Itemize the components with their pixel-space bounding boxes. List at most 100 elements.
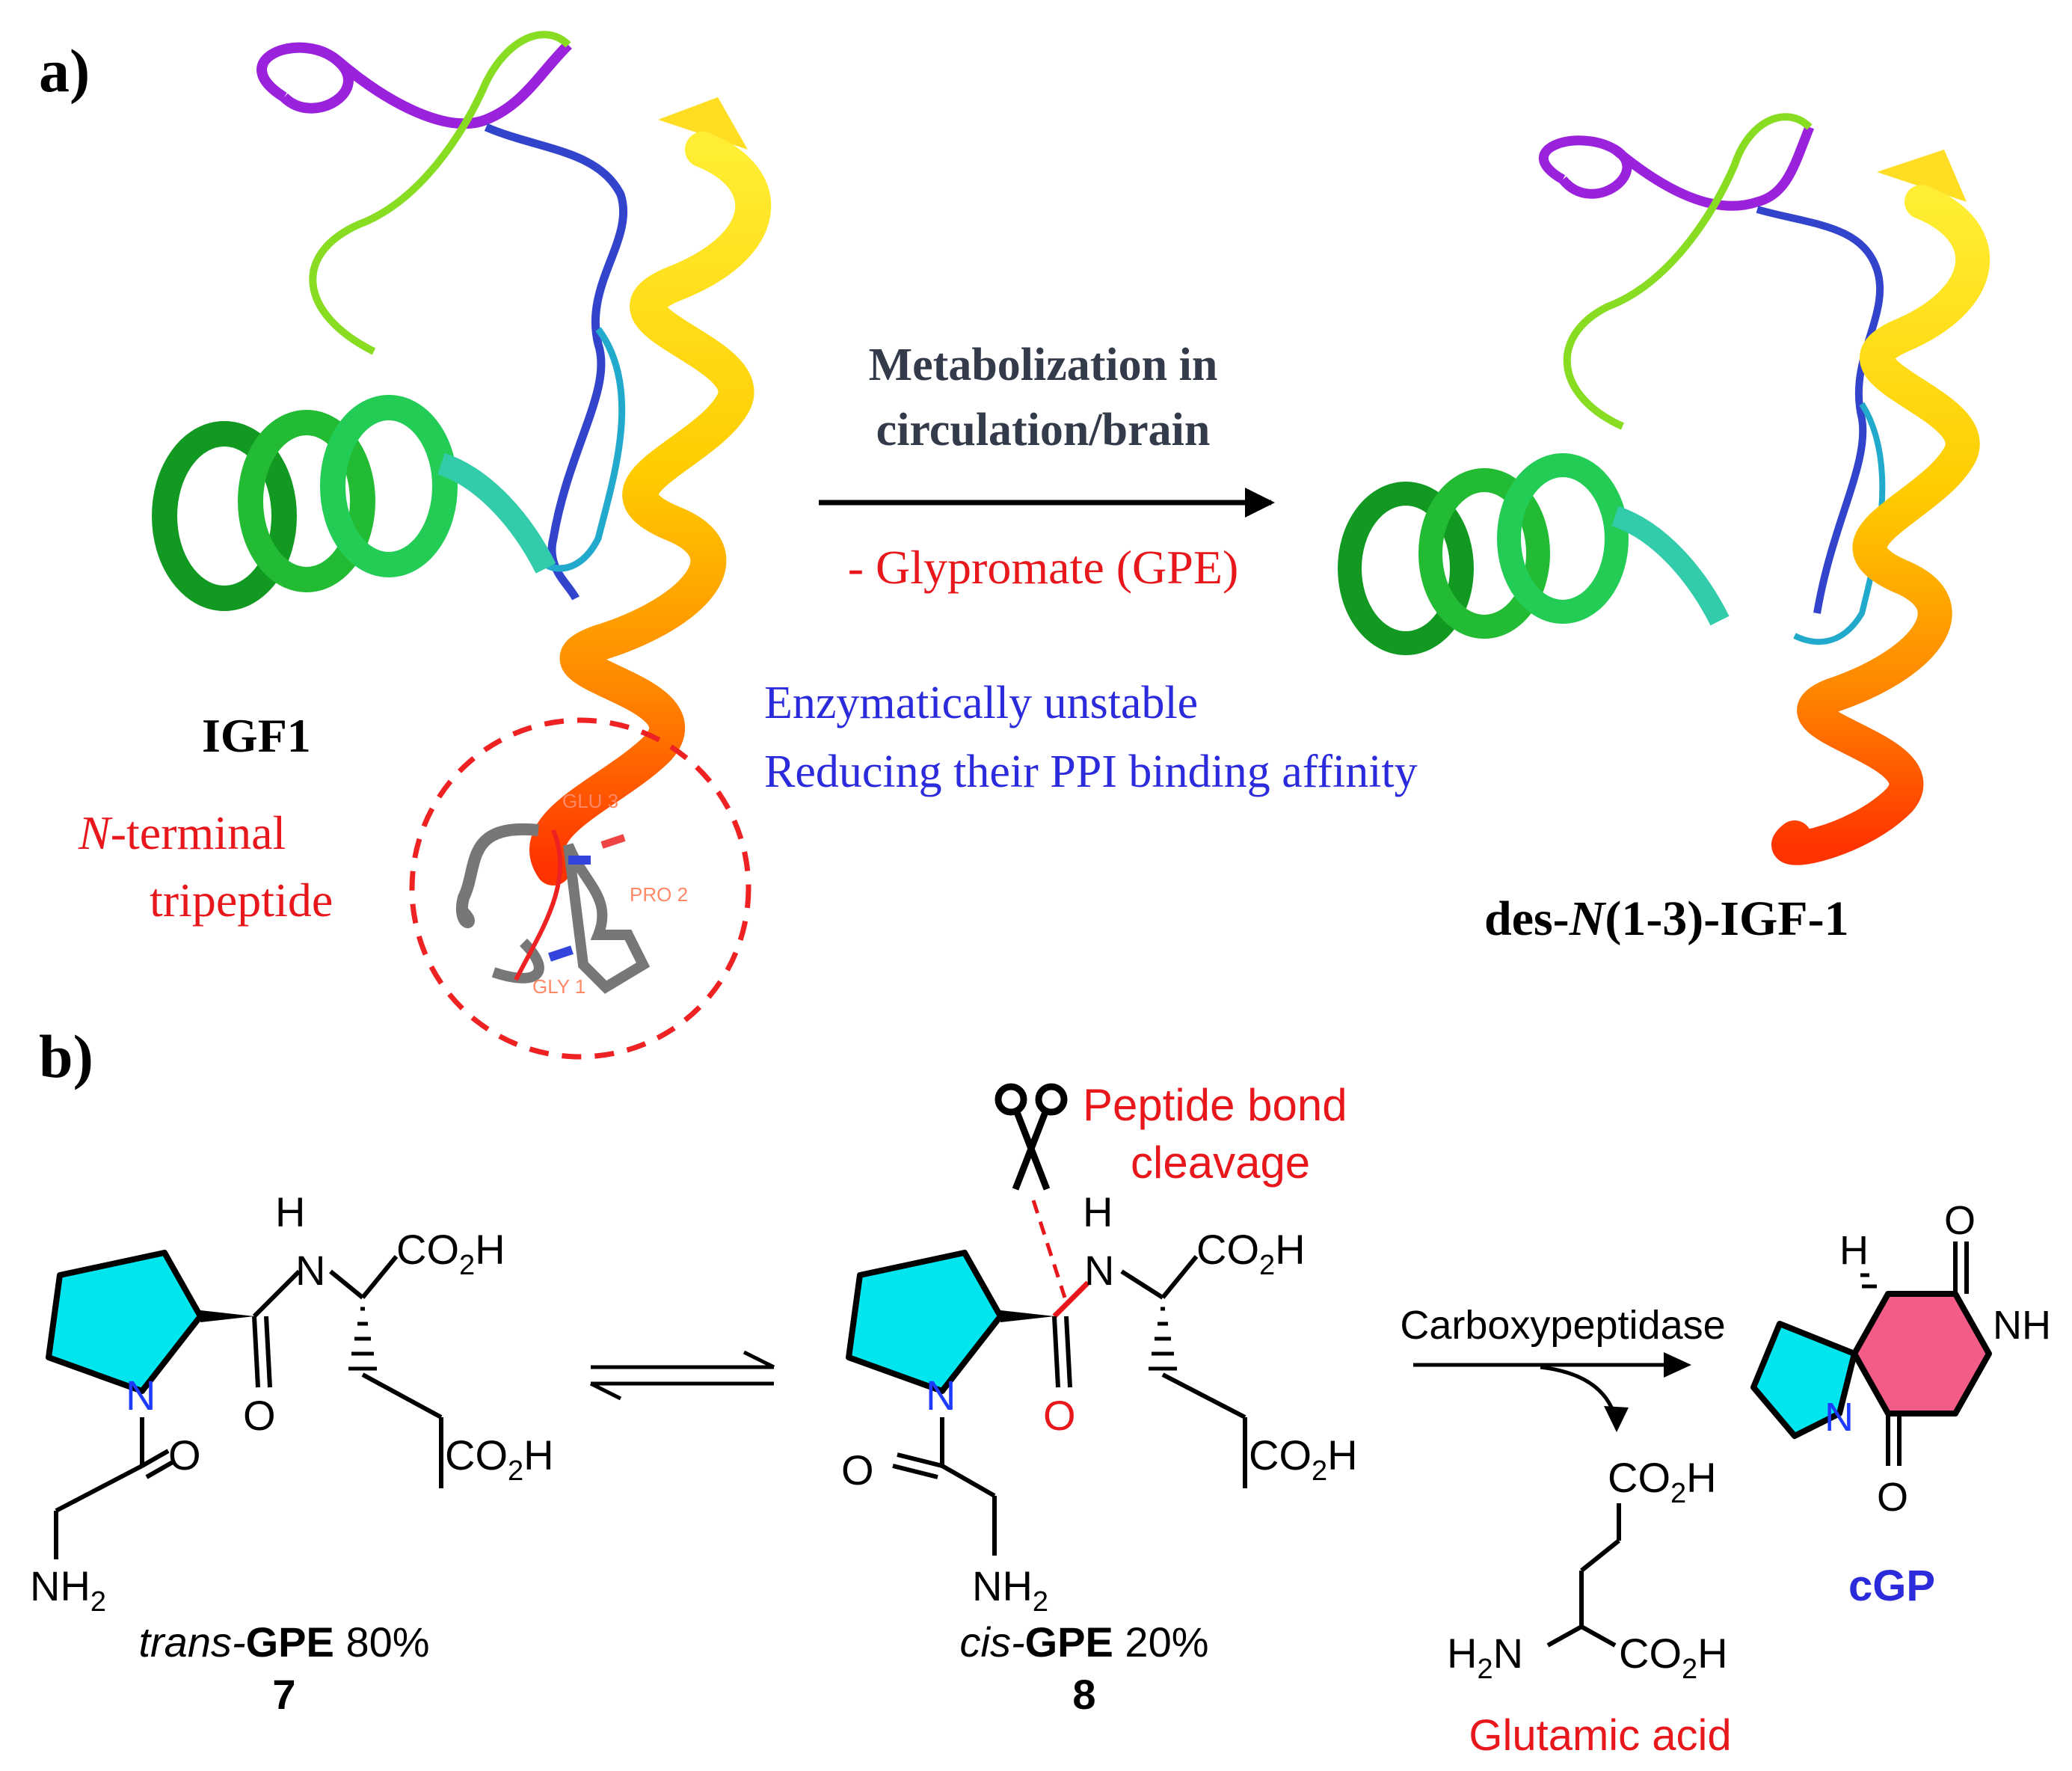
des-green-helix [1338, 453, 1730, 655]
trans-hashed-bond [348, 1307, 377, 1371]
trans-gpe-caption: trans-GPE 80% [138, 1618, 429, 1666]
trans-ring-n: N [126, 1372, 156, 1419]
cis-nh2: NH2 [972, 1562, 1048, 1618]
trans-nh: NH [30, 1562, 90, 1609]
trans-alpha-co: CO [396, 1226, 459, 1273]
cis-alpha-h: H [1275, 1226, 1305, 1273]
glu-top-sub2: 2 [1670, 1478, 1686, 1509]
cgp-bridgehead-h: H [1839, 1228, 1869, 1273]
des-cyan-loop [1793, 402, 1886, 645]
trans-amide-n: N [295, 1247, 325, 1294]
glu-h2n-h: H [1447, 1630, 1477, 1677]
igf1-cyan-loop [535, 327, 626, 572]
igf1-green-helix [152, 395, 556, 611]
residue-pro-label: PRO 2 [630, 883, 688, 906]
glypromate-label: - Glypromate (GPE) [848, 541, 1239, 594]
cgp-top-o: O [1944, 1198, 1976, 1243]
cgp-molecule: N H O NH O [1750, 1198, 2051, 1520]
trans-nh-sub2: 2 [90, 1586, 106, 1618]
trans-pct: 80% [334, 1618, 430, 1666]
trans-side-h: H [523, 1431, 553, 1479]
glu-top-co2h: CO2H [1608, 1454, 1717, 1509]
metabolization-arrowhead [1245, 488, 1275, 518]
des-igf1-structure [1338, 113, 1990, 865]
igf1-label: IGF1 [202, 709, 311, 762]
cgp-piperazine-ring [1851, 1291, 1992, 1417]
trans-side-sub2: 2 [508, 1455, 523, 1487]
des-purple-loop [1538, 125, 1815, 211]
igf1-structure: GLU 3 PRO 2 GLY 1 [152, 31, 772, 1060]
residue-glu-label: GLU 3 [562, 790, 618, 812]
metabolization-line1: Metabolization in [869, 340, 1218, 390]
residue-gly-label: GLY 1 [532, 975, 585, 998]
cgp-hashed-bond [1860, 1273, 1877, 1289]
des-igf1-label: des-N(1-3)-IGF-1 [1484, 891, 1849, 946]
release-arrowhead [1604, 1406, 1629, 1432]
cis-alpha-sub2: 2 [1259, 1250, 1275, 1281]
cis-side-co: CO [1249, 1431, 1312, 1479]
trans-gpe-molecule: N O N H CO2H CO2H O NH2 [30, 1188, 554, 1618]
cis-gpe-caption: cis-GPE 20% [960, 1618, 1209, 1666]
cgp-label: cGP [1848, 1562, 1935, 1610]
glu-bottom-co: CO [1619, 1630, 1682, 1677]
cis-alpha-co: CO [1196, 1226, 1259, 1273]
cis-alpha-co2h: CO2H [1196, 1226, 1306, 1281]
trans-alpha-co2h: CO2H [396, 1226, 505, 1281]
trans-alpha-sub2: 2 [459, 1250, 475, 1281]
nterm-italic-n: N [78, 806, 113, 859]
cis-side-h: H [1327, 1431, 1357, 1479]
carboxypeptidase-arrowhead [1664, 1352, 1691, 1378]
trans-amide-h: H [275, 1188, 305, 1236]
glu-h2n-n: N [1493, 1630, 1523, 1677]
release-curved-arrow [1540, 1365, 1617, 1418]
cis-amide-n: N [1084, 1247, 1114, 1294]
cis-carbonyl-o: O [1043, 1392, 1076, 1439]
des-main-helix [1771, 150, 1990, 865]
note-reducing-binding: Reducing their PPI binding affinity [764, 746, 1418, 797]
cleavage-dashed-line [1031, 1200, 1067, 1298]
trans-gpe-bold: GPE [246, 1618, 334, 1666]
cis-gpe-bold: GPE [1025, 1618, 1113, 1666]
tripeptide-highlight-circle [409, 717, 751, 1060]
cleavage-line2: cleavage [1131, 1138, 1310, 1188]
cgp-bottom-o: O [1877, 1475, 1908, 1520]
cis-hashed-bond [1149, 1307, 1177, 1371]
glu-top-h: H [1686, 1454, 1716, 1501]
cis-prefix: cis- [960, 1618, 1025, 1666]
igf1-green-loop [309, 31, 571, 355]
igf1-purple-loop [256, 41, 572, 129]
cleavage-line1: Peptide bond [1083, 1080, 1347, 1130]
cgp-pyrrolidine-ring [1750, 1321, 1857, 1439]
nterm-label-line1: N-terminal [78, 806, 286, 859]
cgp-nh: NH [1993, 1303, 2051, 1348]
trans-pyrrolidine-ring [46, 1250, 203, 1394]
note-enzymatically-unstable: Enzymatically unstable [764, 678, 1198, 728]
des-green-loop [1563, 113, 1813, 430]
scissors-icon [995, 1083, 1068, 1191]
nterm-line1-rest: -terminal [111, 806, 286, 859]
panel-a-label: a) [39, 37, 90, 105]
trans-alpha-h: H [475, 1226, 505, 1273]
glu-bottom-sub2: 2 [1682, 1654, 1697, 1685]
glutamic-acid-label: Glutamic acid [1469, 1711, 1731, 1760]
panel-b-label: b) [39, 1022, 93, 1090]
cis-acyl-o: O [841, 1446, 874, 1494]
des-prefix: des- [1484, 891, 1570, 946]
glu-bottom-co2h: CO2H [1619, 1630, 1728, 1685]
cis-pyrrolidine-ring [846, 1250, 1003, 1394]
trans-side-co2h: CO2H [445, 1431, 554, 1487]
cis-side-co2h: CO2H [1249, 1431, 1358, 1487]
trans-carbonyl-o: O [243, 1392, 276, 1439]
des-suffix: (1-3)-IGF-1 [1605, 891, 1848, 946]
cis-ring-n: N [926, 1372, 956, 1419]
glu-h2n-sub2: 2 [1477, 1654, 1492, 1685]
igf1-main-helix [529, 97, 772, 886]
equilibrium-arrows [589, 1350, 775, 1401]
trans-nh2: NH2 [30, 1562, 106, 1618]
cis-wedge-bond [1000, 1310, 1054, 1322]
igf1-blue-loop [484, 123, 628, 601]
cis-nh: NH [972, 1562, 1033, 1609]
trans-side-co: CO [445, 1431, 508, 1479]
trans-compound-number: 7 [272, 1671, 295, 1718]
